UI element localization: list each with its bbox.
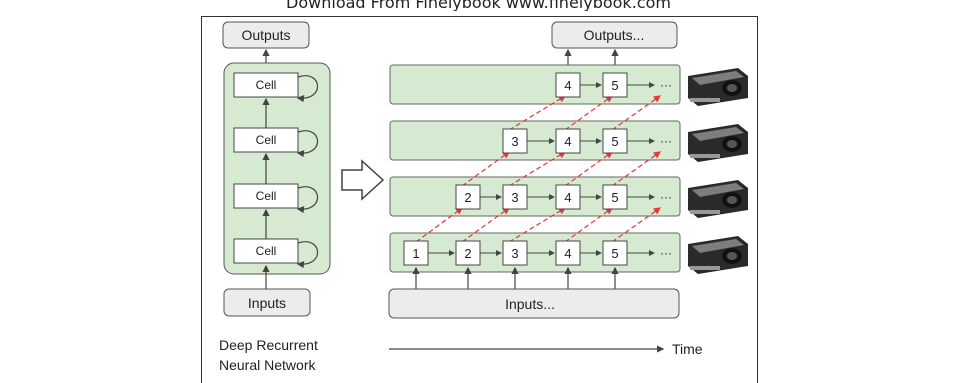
time-step-label: 2 xyxy=(464,190,471,205)
gpu-card-icon xyxy=(688,236,748,274)
continuation-ellipsis: ··· xyxy=(660,190,672,204)
time-step-label: 2 xyxy=(464,246,471,261)
layer-row-1: 1 2 3 4 5 ··· xyxy=(403,240,672,266)
time-step-label: 3 xyxy=(511,190,518,205)
continuation-ellipsis: ··· xyxy=(660,78,672,92)
dependency-arrow xyxy=(508,151,567,187)
gpu-card-icon xyxy=(688,68,748,106)
left-outputs-box xyxy=(222,21,310,49)
recurrent-loop-arrow xyxy=(296,186,319,214)
time-step-label: 3 xyxy=(511,246,518,261)
right-inputs-label: Inputs... xyxy=(505,296,555,312)
dependency-arrow xyxy=(611,207,661,243)
arrow-right-outline-icon xyxy=(341,159,385,201)
layer-row-2: 2 3 4 5 ··· xyxy=(455,184,672,210)
time-axis-label: Time xyxy=(672,341,703,357)
dependency-arrow xyxy=(564,207,613,243)
time-step-label: 4 xyxy=(564,246,571,261)
left-inputs-label: Inputs xyxy=(248,295,286,311)
time-step-label: 5 xyxy=(611,78,618,93)
cross-layer-dependencies xyxy=(415,95,661,243)
time-step-label: 5 xyxy=(611,246,618,261)
figure-frame xyxy=(201,16,758,383)
right-outputs-box xyxy=(551,21,678,49)
dependency-arrow xyxy=(508,207,567,243)
right-outputs-label: Outputs... xyxy=(584,27,645,43)
left-cell-label: Cell xyxy=(256,78,277,92)
layer-row-3: 3 4 5 ··· xyxy=(502,128,672,154)
input-arrows xyxy=(412,266,619,290)
left-cell-2: Cell xyxy=(233,127,319,158)
left-outputs-label: Outputs xyxy=(241,27,290,43)
caption-line-2: Neural Network xyxy=(219,357,316,373)
recurrent-loop-arrow xyxy=(296,241,319,269)
dependency-arrow xyxy=(564,95,613,131)
layer-row-4: 4 5 ··· xyxy=(555,72,672,98)
left-cell-label: Cell xyxy=(256,133,277,147)
caption-line-1: Deep Recurrent xyxy=(219,337,318,353)
left-cell-1: Cell xyxy=(233,72,319,103)
gpu-card-icon xyxy=(688,124,748,162)
continuation-ellipsis: ··· xyxy=(660,134,672,148)
dependency-arrow xyxy=(461,151,510,187)
time-step-label: 5 xyxy=(611,190,618,205)
left-stack-container xyxy=(223,62,331,275)
time-step-label: 3 xyxy=(511,134,518,149)
left-inputs-box xyxy=(223,288,311,317)
time-step-label: 1 xyxy=(412,246,419,261)
time-step-label: 4 xyxy=(564,190,571,205)
gpu-card-icon xyxy=(688,180,748,218)
time-step-label: 4 xyxy=(564,134,571,149)
gpu-parallel-panel: Outputs... 4 5 xyxy=(388,21,703,357)
left-cell-4: Cell xyxy=(233,238,319,269)
left-cell-label: Cell xyxy=(256,189,277,203)
dependency-arrow xyxy=(415,207,463,243)
deep-rnn-unrolled-panel: Outputs Cell Cell Cell Cell Inputs xyxy=(219,21,331,373)
dependency-arrow xyxy=(611,151,661,187)
time-step-label: 4 xyxy=(564,78,571,93)
right-inputs-box xyxy=(388,288,680,319)
left-cell-3: Cell xyxy=(233,183,319,214)
recurrent-loop-arrow xyxy=(296,130,319,158)
recurrent-loop-arrow xyxy=(296,75,319,103)
left-cell-label: Cell xyxy=(256,244,277,258)
time-step-label: 5 xyxy=(611,134,618,149)
dependency-arrow xyxy=(508,95,567,131)
header-watermark-text: Download From Finelybook www.finelybook.… xyxy=(286,0,671,11)
continuation-ellipsis: ··· xyxy=(660,246,672,260)
dependency-arrow xyxy=(611,95,661,131)
dependency-arrow xyxy=(461,207,510,243)
dependency-arrow xyxy=(564,151,613,187)
